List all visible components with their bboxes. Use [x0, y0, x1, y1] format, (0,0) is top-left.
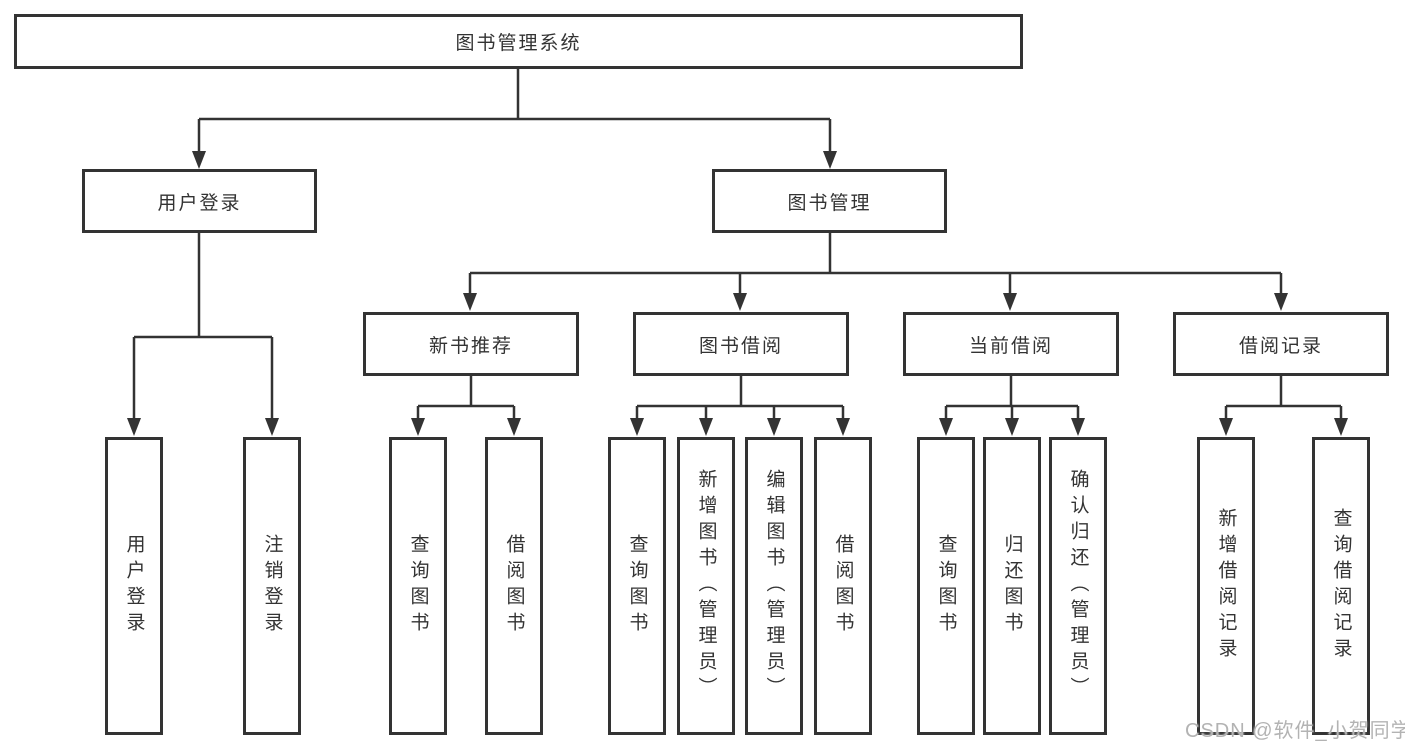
node-new-book-recommendation: 新书推荐: [363, 312, 579, 376]
node-borrowing-records: 借阅记录: [1173, 312, 1389, 376]
node-library-system: 图书管理系统: [14, 14, 1023, 69]
node-label: 当前借阅: [968, 335, 1053, 357]
leaf-borrow-books-recommend: 借阅图书: [485, 437, 543, 735]
leaf-query-books-current: 查询图书: [917, 437, 975, 735]
node-label: 编辑图书（管理员）: [763, 469, 785, 703]
node-label: 新增借阅记录: [1215, 508, 1237, 664]
node-label: 借阅图书: [503, 534, 525, 638]
leaf-borrow-books: 借阅图书: [814, 437, 872, 735]
node-label: 图书借阅: [698, 335, 783, 357]
node-label: 注销登录: [261, 534, 283, 638]
node-label: 借阅图书: [832, 534, 854, 638]
node-current-borrowing: 当前借阅: [903, 312, 1119, 376]
leaf-add-borrow-record: 新增借阅记录: [1197, 437, 1255, 735]
leaf-query-books-recommend: 查询图书: [389, 437, 447, 735]
leaf-query-books-borrowing: 查询图书: [608, 437, 666, 735]
node-label: 查询图书: [935, 534, 957, 638]
node-label: 新增图书（管理员）: [695, 469, 717, 703]
leaf-add-books-admin: 新增图书（管理员）: [677, 437, 735, 735]
node-label: 查询图书: [626, 534, 648, 638]
leaf-edit-books-admin: 编辑图书（管理员）: [745, 437, 803, 735]
node-label: 查询图书: [407, 534, 429, 638]
node-label: 查询借阅记录: [1330, 508, 1352, 664]
node-label: 图书管理系统: [455, 33, 582, 54]
leaf-logout: 注销登录: [243, 437, 301, 735]
node-label: 归还图书: [1001, 534, 1023, 638]
arrowheads: [127, 151, 1348, 436]
leaf-query-borrow-record: 查询借阅记录: [1312, 437, 1370, 735]
leaf-confirm-return-admin: 确认归还（管理员）: [1049, 437, 1107, 735]
node-book-borrowing: 图书借阅: [633, 312, 849, 376]
watermark: CSDN @软件_小贺同学: [1185, 720, 1405, 742]
node-label: 图书管理: [787, 192, 872, 214]
leaf-return-books: 归还图书: [983, 437, 1041, 735]
node-label: 新书推荐: [428, 335, 513, 357]
node-user-login: 用户登录: [82, 169, 317, 233]
node-book-management: 图书管理: [712, 169, 947, 233]
leaf-user-login: 用户登录: [105, 437, 163, 735]
node-label: 用户登录: [123, 534, 145, 638]
node-label: 确认归还（管理员）: [1067, 469, 1089, 703]
node-label: 借阅记录: [1238, 335, 1323, 357]
node-label: 用户登录: [157, 192, 242, 214]
